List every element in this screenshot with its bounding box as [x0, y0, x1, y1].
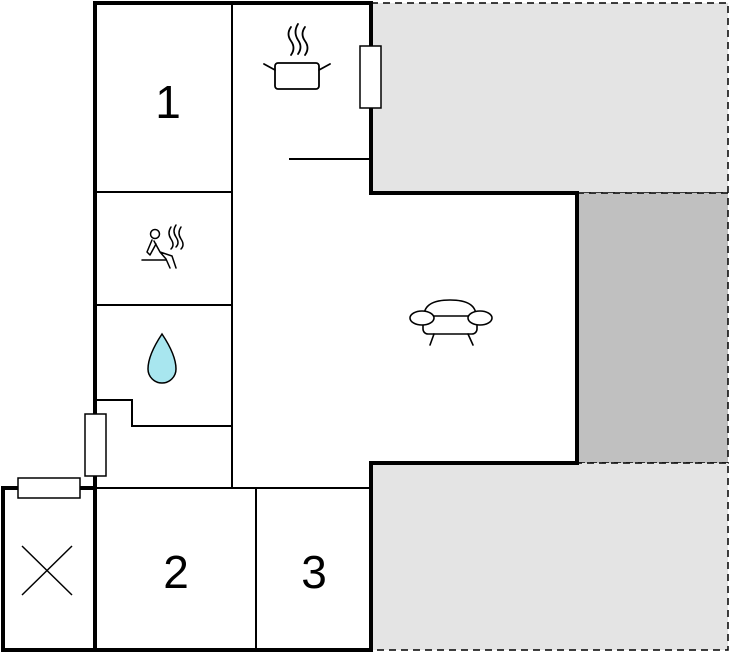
window-utility	[17, 477, 81, 499]
covered-terrace	[576, 192, 729, 464]
sauna-icon	[141, 224, 184, 269]
terrace-bottom	[370, 462, 729, 651]
window-hall	[84, 413, 107, 477]
room-label-2: 2	[163, 546, 189, 598]
room-label-3: 3	[301, 546, 327, 598]
sofa-icon	[409, 299, 493, 346]
room-label-1: 1	[155, 76, 181, 128]
interior-walls	[95, 3, 371, 650]
window-kitchen	[359, 45, 382, 109]
windows	[17, 45, 382, 499]
terrace-top	[370, 2, 729, 194]
cross-mark-icon	[21, 545, 73, 596]
water-drop-icon	[147, 332, 177, 384]
cooking-pot-icon	[263, 23, 331, 90]
terrace-areas	[370, 2, 729, 651]
